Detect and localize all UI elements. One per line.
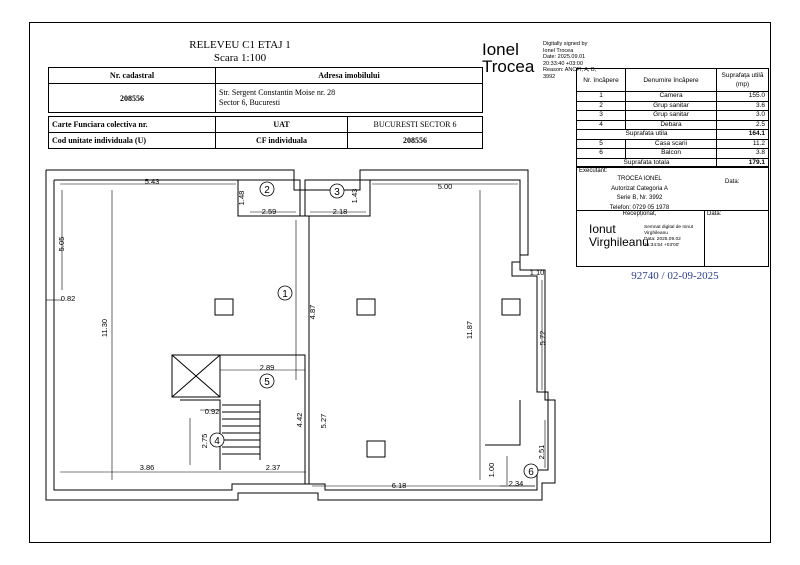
signature-top-details: Digitally signed by Ionel Trocea Date: 2… [543, 41, 596, 80]
window [356, 298, 376, 316]
signer2-name-line2: Virghileanu [589, 235, 649, 249]
signature-bottom: Ionut Virghileanu [589, 223, 649, 249]
sig-top-line: Date: 2025.09.01 [543, 54, 586, 60]
dim-label: 0.82 [61, 294, 76, 303]
window [366, 440, 386, 458]
room-marker [329, 183, 345, 199]
dim-label: 2.37 [266, 463, 281, 472]
sig-top-line: Reason: ANCPI, A, B, [543, 67, 597, 73]
adresa-line1: Str. Sergent Constantin Moise nr. 28 [219, 88, 336, 97]
sig-bottom-line: Data: 2025.09.02 [644, 237, 681, 242]
receptionat-divider [704, 210, 705, 266]
receptionat-label: Recepționat, [622, 211, 657, 217]
dim-label: 5.27 [319, 414, 328, 429]
dim-label: 1.10 [530, 268, 545, 277]
room-marker [259, 373, 275, 389]
nr-cadastral-value: 208556 [48, 83, 216, 113]
room-label: 1 [282, 289, 288, 300]
signature-bottom-details: Semnat digital de Ionut Virghileanu Data… [644, 225, 693, 249]
dim-label: 5.43 [145, 177, 160, 186]
sig-bottom-line: Semnat digital de Ionut [644, 225, 694, 230]
room-marker [277, 285, 293, 301]
executant-line: Autorizat Categoria A [611, 185, 668, 192]
executant-label: Executant: [579, 168, 608, 174]
room-label: 2 [264, 185, 270, 196]
dim-label: 2.59 [262, 207, 277, 216]
table-row-total: Suprafata totala 179.1 [576, 157, 769, 168]
balcony-wall [485, 400, 521, 446]
dim-label: 11.87 [465, 321, 474, 339]
registration-number: 92740 / 02-09-2025 [631, 270, 719, 282]
dim-label: 2.75 [200, 434, 209, 449]
receptionat-date-label: Data: [707, 211, 722, 217]
dim-label: 2.18 [333, 207, 348, 216]
dim-label: 5.72 [538, 331, 547, 346]
dim-label: 3.86 [140, 463, 155, 472]
signer-name-line2: Trocea [482, 57, 535, 76]
sig-top-line: 20:33:40 +03:00 [543, 60, 583, 67]
dim-label: 1.00 [487, 463, 496, 478]
room-marker [209, 432, 225, 448]
adresa-line2: Sector 6, Bucuresti [219, 98, 281, 107]
room-label: 5 [264, 377, 270, 388]
total-value: 179.1 [716, 157, 769, 168]
stair-steps [222, 400, 261, 460]
sheet-border [29, 22, 771, 543]
signer-name-line1: Ionel [482, 40, 519, 59]
executant-line: Serie B, Nr. 3992 [616, 195, 663, 201]
dim-label: 11.30 [100, 319, 109, 337]
sig-top-line: Digitally signed by [543, 41, 588, 47]
stair-wall [220, 354, 306, 484]
dim-label: 5.00 [438, 182, 453, 191]
room-label: 6 [528, 467, 534, 478]
cf-label: CF individuala [215, 132, 348, 149]
signer2-name-line1: Ionut [589, 222, 616, 236]
dim-label: 2.89 [260, 363, 275, 372]
bathroom-2-wall [237, 179, 301, 217]
dim-label: 4.87 [308, 305, 317, 320]
dim-label: 1.48 [237, 191, 246, 206]
rooms-header-name: Denumire încăpere [625, 68, 717, 92]
room-marker [259, 181, 275, 197]
sig-bottom-line: Virghileanu [644, 231, 668, 236]
room-label: 3 [334, 187, 340, 198]
dim-label: 6.18 [392, 481, 407, 490]
adresa-value: Str. Sergent Constantin Moise nr. 28 Sec… [215, 83, 483, 113]
dim-label: 1.43 [350, 189, 359, 204]
dim-label: 5.05 [57, 237, 66, 252]
plan-scale: Scara 1:100 [213, 52, 267, 64]
room-marker [523, 463, 539, 479]
rooms-table: Nr. încăpere Denumire încăpere Suprafața… [576, 68, 769, 168]
elevator-shaft [171, 354, 221, 398]
cf-value: 208556 [347, 132, 483, 149]
cadastral-table: Nr. cadastral Adresa imobilului 208556 S… [48, 67, 483, 149]
executant-date-label: Data: [725, 179, 740, 185]
executant-line: TROCEA IONEL [617, 176, 662, 182]
sig-bottom-line: 15:34:54 +03'00' [644, 243, 680, 248]
executant-box: Executant: Data: TROCEA IONEL Autorizat … [576, 166, 769, 267]
sig-top-line: 3992 [543, 73, 556, 80]
executant-divider [577, 210, 768, 211]
window [501, 298, 521, 316]
executant-details: TROCEA IONEL Autorizat Categoria A Serie… [577, 175, 702, 213]
bathroom-3-wall [304, 179, 371, 217]
dim-label: 2.51 [537, 445, 546, 460]
plan-title-line1: RELEVEU C1 ETAJ 1 [189, 39, 291, 51]
rooms-header-area: Suprafața utilă (mp) [716, 68, 769, 92]
dim-label: 4.42 [295, 413, 304, 428]
window [214, 298, 234, 316]
plan-title: RELEVEU C1 ETAJ 1 Scara 1:100 [150, 39, 330, 65]
dim-label: 0.92 [205, 407, 220, 416]
sig-top-line: Ionel Trocea [543, 47, 574, 54]
signature-top: Ionel Trocea [482, 41, 534, 75]
rooms-header-nr: Nr. încăpere [576, 68, 626, 92]
elevator-cross [171, 354, 221, 398]
dim-label: 2.34 [509, 479, 524, 488]
room-label: 4 [214, 436, 220, 447]
executant-line: Telefon: 0729 05 1978 [609, 204, 670, 211]
outer-wall [45, 169, 556, 501]
